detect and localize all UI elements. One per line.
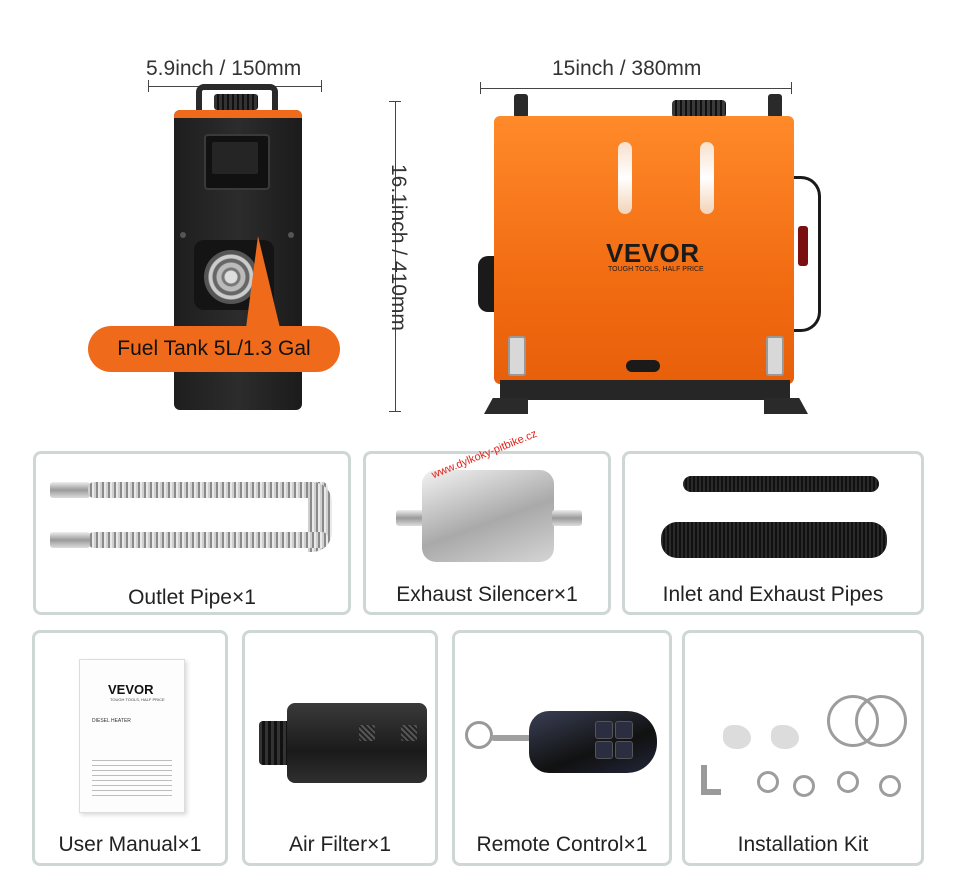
accessory-label: Remote Control×1: [476, 833, 648, 856]
heater-brand-tagline: TOUGH TOOLS, HALF PRICE: [608, 266, 704, 273]
accessory-label: Exhaust Silencer×1: [396, 583, 578, 606]
accessory-card-silencer: Exhaust Silencer×1: [363, 451, 611, 615]
carry-handle: [196, 84, 278, 114]
accessory-card-remote: Remote Control×1: [452, 630, 672, 866]
width-dimension-label: 5.9inch / 150mm: [146, 57, 302, 80]
height-dimension-label: 16.1inch / 410mm: [387, 164, 410, 331]
right-latch-icon: [766, 336, 784, 376]
inlet-exhaust-pipes-icon: [683, 476, 879, 492]
fuel-tank-callout: Fuel Tank 5L/1.3 Gal: [88, 326, 340, 372]
accessory-label: Air Filter×1: [288, 833, 392, 856]
power-cable-icon: [794, 176, 821, 332]
front-view: 15inch / 380mm: [460, 0, 820, 430]
accessory-label: Installation Kit: [737, 833, 869, 856]
accessory-card-air-filter: Air Filter×1: [242, 630, 438, 866]
accessory-card-inlet-exhaust: Inlet and Exhaust Pipes: [622, 451, 924, 615]
fuel-tank-label: Fuel Tank 5L/1.3 Gal: [117, 337, 311, 360]
lcd-screen: [212, 142, 258, 174]
outlet-pipe-icon: [88, 482, 328, 498]
side-view: 5.9inch / 150mm Fuel Tank 5L/1.3 Gal: [0, 0, 400, 430]
front-fuel-cap: [672, 100, 726, 118]
heater-brand-logo: VEVOR: [606, 238, 700, 268]
heater-front-body: [494, 116, 794, 384]
fuel-cap: [214, 94, 258, 110]
accessory-label: Outlet Pipe×1: [128, 586, 256, 609]
accessory-label: Inlet and Exhaust Pipes: [662, 583, 884, 606]
accessory-card-manual: VEVOR TOUGH TOOLS, HALF PRICE DIESEL HEA…: [32, 630, 228, 866]
air-outlet-port: [478, 256, 498, 312]
accessory-card-outlet-pipe: Outlet Pipe×1: [33, 451, 351, 615]
air-filter-icon: [287, 703, 427, 783]
accessory-label: User Manual×1: [58, 833, 202, 856]
manual-icon: VEVOR TOUGH TOOLS, HALF PRICE DIESEL HEA…: [79, 659, 185, 813]
remote-icon: [529, 711, 657, 773]
silencer-icon: [422, 470, 554, 562]
length-dimension-label: 15inch / 380mm: [552, 57, 702, 80]
heater-base: [500, 380, 790, 400]
left-latch-icon: [508, 336, 526, 376]
accessory-card-installation-kit: Installation Kit: [682, 630, 924, 866]
length-dimension-line: [480, 88, 792, 89]
height-dimension-line: [395, 101, 396, 412]
